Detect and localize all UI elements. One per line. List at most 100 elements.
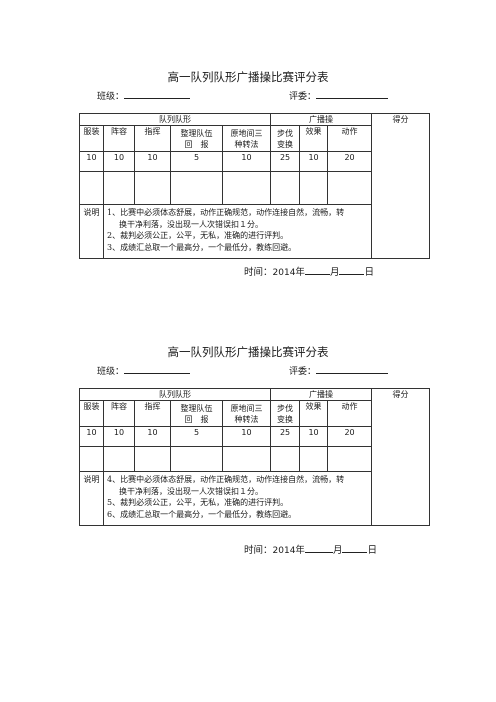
max-points-cell: 10 [134, 151, 171, 172]
score-header: 得分 [392, 390, 409, 399]
column-header: 指挥 [134, 400, 171, 427]
max-points-cell: 5 [170, 426, 223, 447]
score-entry-cell[interactable] [134, 171, 171, 205]
date-year: 2014 [272, 268, 296, 278]
column-header: 效果 [299, 125, 329, 152]
column-header: 原地间三 种转法 [221, 125, 272, 152]
score-column: 得分 [371, 388, 431, 526]
note-number: 2 [107, 231, 113, 240]
class-blank[interactable] [124, 364, 191, 374]
score-entry-cell[interactable] [327, 446, 373, 472]
column-header: 原地间三 种转法 [221, 400, 272, 427]
note-number: 3 [107, 242, 113, 252]
score-table: 队列队形 广播操 得分 服装 阵容 指挥 整理队伍 回 报 原地间三 种转法 步… [78, 113, 431, 259]
column-header: 整理队伍 回 报 [170, 400, 223, 427]
column-header: 服装 [79, 400, 104, 427]
year-unit: 年 [295, 545, 305, 556]
date-prefix: 时间： [244, 267, 273, 278]
score-entry-cell[interactable] [270, 446, 301, 472]
year-unit: 年 [295, 267, 305, 278]
date-prefix: 时间： [244, 545, 273, 556]
day-blank[interactable] [339, 265, 365, 275]
score-entry-cell[interactable] [134, 446, 171, 472]
class-field: 班级： [97, 364, 191, 377]
date-line: 时间：2014年 月 日 [244, 264, 374, 278]
score-entry-cell[interactable] [79, 171, 104, 205]
group-header-formation: 队列队形 [78, 388, 272, 401]
judge-field: 评委： [289, 364, 389, 377]
score-entry-cell[interactable] [79, 446, 104, 472]
note-line: 2、裁判必须公正，公平，无私，准确的进行评判。 [107, 230, 368, 242]
max-points-cell: 5 [170, 151, 223, 172]
score-entry-cell[interactable] [270, 171, 301, 205]
max-points-cell: 25 [270, 426, 301, 447]
note-line: 换干净利落，没出现一人次错误扣１分。 [107, 219, 368, 231]
note-text: 、裁判必须公正，公平，无私，准确的进行评判。 [112, 498, 289, 507]
column-header: 整理队伍 回 报 [170, 125, 223, 152]
column-header: 动作 [327, 400, 373, 427]
note-number: 5 [107, 498, 113, 507]
max-points-cell: 10 [103, 151, 135, 172]
max-points-cell: 10 [221, 151, 272, 172]
group-header-broadcast: 广播操 [270, 113, 373, 126]
judge-blank[interactable] [316, 89, 389, 99]
max-points-cell: 20 [327, 151, 373, 172]
group-header-broadcast: 广播操 [270, 388, 373, 401]
column-header: 指挥 [134, 125, 171, 152]
note-text: 、成绩汇总取一个最高分，一个最低分，教练回避。 [112, 242, 297, 252]
max-points-cell: 10 [134, 426, 171, 447]
column-header: 步伐 变换 [270, 125, 301, 152]
month-unit: 月 [329, 267, 340, 278]
max-points-cell: 10 [79, 151, 104, 172]
class-blank[interactable] [124, 89, 191, 99]
day-unit: 日 [364, 267, 374, 278]
score-entry-cell[interactable] [170, 171, 223, 205]
note-number: 4 [107, 475, 113, 484]
score-entry-cell[interactable] [299, 171, 329, 205]
month-blank[interactable] [304, 265, 330, 275]
day-blank[interactable] [342, 543, 368, 553]
column-header: 阵容 [103, 400, 135, 427]
class-label: 班级： [97, 92, 125, 102]
month-blank[interactable] [304, 543, 333, 553]
score-entry-cell[interactable] [327, 171, 373, 205]
column-header: 效果 [299, 400, 329, 427]
form-title: 高一队列队形广播操比赛评分表 [167, 70, 329, 84]
date-year: 2014 [272, 546, 296, 556]
judge-label: 评委： [289, 367, 317, 377]
form-title: 高一队列队形广播操比赛评分表 [167, 345, 329, 359]
column-header: 步伐 变换 [270, 400, 301, 427]
column-header: 服装 [79, 125, 104, 152]
score-entry-cell[interactable] [103, 446, 135, 472]
max-points-cell: 10 [103, 426, 135, 447]
note-line: 5、裁判必须公正，公平，无私，准确的进行评判。 [107, 497, 368, 509]
max-points-cell: 25 [270, 151, 301, 172]
notes-cell: 1、比赛中必须体态舒展，动作正确规范，动作连接自然，流畅，转 换干净利落，没出现… [102, 204, 373, 259]
score-entry-cell[interactable] [221, 171, 272, 205]
judge-label: 评委： [289, 92, 317, 102]
class-label: 班级： [97, 367, 125, 377]
class-field: 班级： [97, 89, 191, 102]
note-line: 6、成绩汇总取一个最高分，一个最低分，教练回避。 [107, 509, 368, 521]
note-text: 、成绩汇总取一个最高分，一个最低分，教练回避。 [112, 509, 297, 519]
note-text: 、裁判必须公正，公平，无私，准确的进行评判。 [112, 231, 289, 240]
judge-blank[interactable] [316, 364, 389, 374]
judge-field: 评委： [289, 89, 389, 102]
note-line: 3、成绩汇总取一个最高分，一个最低分，教练回避。 [107, 242, 368, 254]
column-header: 阵容 [103, 125, 135, 152]
note-text: 换干净利落，没出现一人次错误扣１分。 [119, 486, 263, 496]
max-points-cell: 20 [327, 426, 373, 447]
score-entry-cell[interactable] [299, 446, 329, 472]
score-entry-cell[interactable] [221, 446, 272, 472]
date-line: 时间：2014年月日 [244, 542, 377, 556]
notes-cell: 4、比赛中必须体态舒展，动作正确规范，动作连接自然，流畅，转 换干净利落，没出现… [102, 471, 373, 526]
group-header-formation: 队列队形 [78, 113, 272, 126]
score-entry-cell[interactable] [170, 446, 223, 472]
note-number: 1 [107, 208, 113, 217]
note-number: 6 [107, 509, 113, 519]
max-points-cell: 10 [299, 151, 329, 172]
notes-label: 说明 [79, 471, 104, 526]
day-unit: 日 [367, 545, 377, 556]
score-entry-cell[interactable] [103, 171, 135, 205]
max-points-cell: 10 [299, 426, 329, 447]
